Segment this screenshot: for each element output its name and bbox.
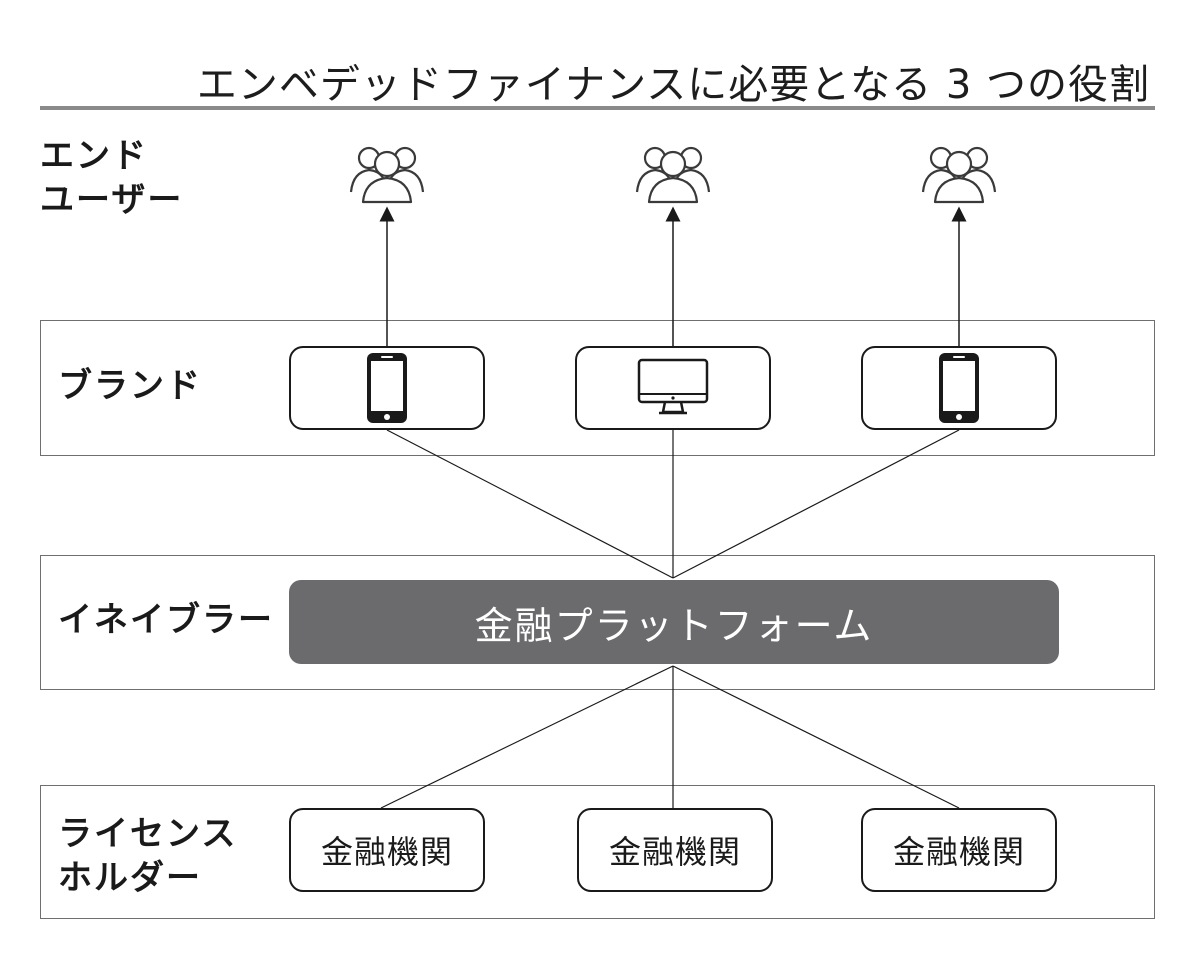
- smartphone-icon: [939, 353, 979, 423]
- financial-platform-box: 金融プラットフォーム: [289, 580, 1059, 664]
- desktop-monitor-icon: [637, 358, 709, 415]
- institution-node-3: 金融機関: [861, 808, 1057, 892]
- institution-node-1: 金融機関: [289, 808, 485, 892]
- row-label-end-user-line1: エンド: [40, 136, 148, 176]
- title-divider: [40, 106, 1155, 110]
- users-group-icon: [349, 146, 425, 204]
- row-label-end-user: エンド ユーザー: [40, 134, 183, 222]
- institution-label: 金融機関: [320, 833, 453, 871]
- users-group-icon: [635, 146, 711, 204]
- institution-label: 金融機関: [608, 833, 741, 871]
- brand-node-smartphone-2: [861, 346, 1057, 430]
- row-label-license-holder: ライセンス ホルダー: [58, 812, 237, 900]
- row-label-license-holder-line1: ライセンス: [58, 814, 238, 854]
- institution-label: 金融機関: [892, 833, 1025, 871]
- smartphone-icon: [367, 353, 407, 423]
- row-label-brand: ブランド: [58, 366, 202, 406]
- row-label-end-user-line2: ユーザー: [40, 180, 184, 220]
- diagram-title: エンベデッドファイナンスに必要となる 3 つの役割: [196, 62, 1150, 108]
- institution-node-2: 金融機関: [577, 808, 773, 892]
- row-label-enabler: イネイブラー: [58, 600, 274, 640]
- brand-node-desktop: [575, 346, 771, 430]
- users-group-icon: [921, 146, 997, 204]
- row-label-license-holder-line2: ホルダー: [58, 858, 202, 898]
- financial-platform-label: 金融プラットフォーム: [474, 603, 874, 648]
- brand-node-smartphone-1: [289, 346, 485, 430]
